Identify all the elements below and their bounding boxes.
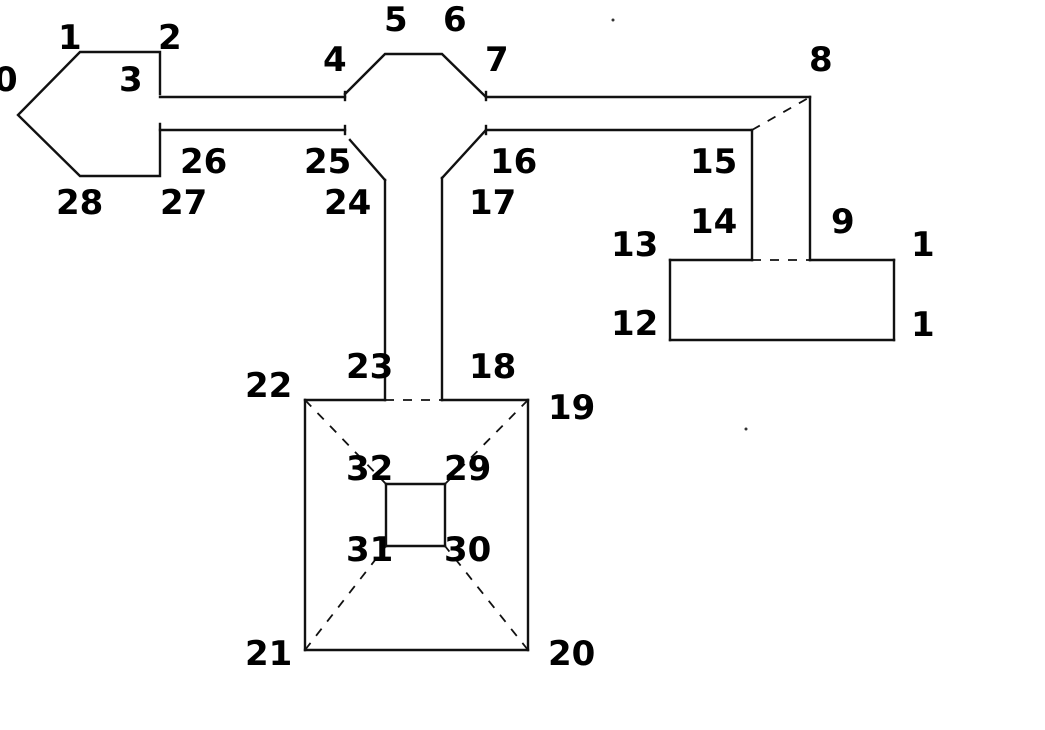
arrow-head-outline [16, 50, 162, 178]
node-label-21: 21 [245, 634, 292, 674]
node-label-0: 0 [0, 60, 18, 100]
node-label-10: 1 [911, 225, 935, 265]
node-label-28: 28 [56, 183, 103, 223]
node-label-2: 2 [158, 18, 182, 58]
node-label-3: 3 [119, 60, 143, 100]
node-label-18: 18 [469, 347, 516, 387]
node-label-30: 30 [444, 530, 491, 570]
node-label-24: 24 [324, 183, 371, 223]
right-rectangle [668, 258, 896, 342]
central-hub [343, 52, 488, 182]
node-label-20: 20 [548, 634, 595, 674]
node-label-15: 15 [690, 142, 737, 182]
node-label-4: 4 [323, 40, 347, 80]
node-label-25: 25 [304, 142, 351, 182]
node-label-26: 26 [180, 142, 227, 182]
inner-square [384, 482, 447, 548]
node-label-17: 17 [469, 183, 516, 223]
node-label-19: 19 [548, 388, 595, 428]
node-label-11: 1 [911, 305, 935, 345]
node-label-29: 29 [444, 449, 491, 489]
node-label-12: 12 [611, 304, 658, 344]
right-arm [484, 95, 812, 262]
node-label-23: 23 [346, 347, 393, 387]
node-label-7: 7 [485, 40, 509, 80]
node-label-16: 16 [490, 142, 537, 182]
node-label-6: 6 [443, 0, 467, 40]
node-label-8: 8 [809, 40, 833, 80]
node-labels: 0 1 2 3 4 5 6 7 8 9 1 1 12 13 14 15 16 1… [0, 0, 935, 674]
node-label-5: 5 [384, 0, 408, 40]
node-label-9: 9 [831, 202, 855, 242]
node-label-27: 27 [160, 183, 207, 223]
dashed-diagonals [304, 399, 529, 651]
node-label-1: 1 [58, 18, 82, 58]
node-label-31: 31 [346, 530, 393, 570]
vertical-stem [383, 176, 444, 402]
node-label-13: 13 [611, 225, 658, 265]
outer-square [303, 398, 530, 652]
node-label-32: 32 [346, 449, 393, 489]
left-arm [158, 95, 347, 132]
node-label-22: 22 [245, 366, 292, 406]
scan-specks [611, 18, 748, 431]
node-label-14: 14 [690, 202, 737, 242]
